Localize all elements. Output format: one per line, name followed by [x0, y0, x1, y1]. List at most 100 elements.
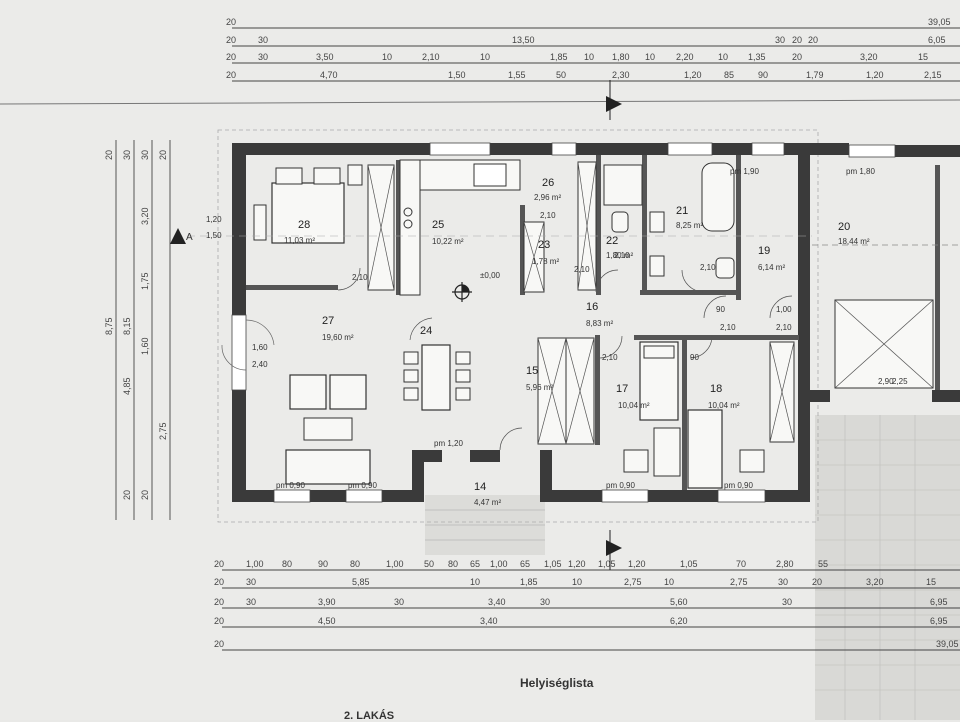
opening-label: 1,60 [252, 343, 268, 352]
room-number-28: 28 [298, 219, 310, 231]
opening-label: 90 [690, 353, 699, 362]
bottom-dimension-label: 50 [424, 559, 434, 569]
bottom-dimension-label: 1,05 [544, 559, 562, 569]
top-dimension-label: 20 [792, 35, 802, 45]
top-dimension-label: 1,80 [612, 52, 630, 62]
top-dimension-label: 50 [556, 70, 566, 80]
room-area-27: 19,60 m² [322, 333, 354, 342]
bottom-dimension-label: 2,75 [624, 577, 642, 587]
room-number-24: 24 [420, 325, 432, 337]
bottom-dimension-label: 30 [782, 597, 792, 607]
bottom-dimension-label: 10 [572, 577, 582, 587]
section-arrow-left-icon [170, 228, 186, 244]
window-label: pm 0,90 [724, 481, 753, 490]
opening-label: 1,20 [206, 215, 222, 224]
room-number-21: 21 [676, 205, 688, 217]
bottom-dimension-label: 1,05 [680, 559, 698, 569]
bottom-dimension-label: 30 [394, 597, 404, 607]
bottom-dimension-label: 1,00 [386, 559, 404, 569]
left-dimension-label: 8,75 [104, 317, 114, 335]
room-number-22: 22 [606, 235, 618, 247]
room-area-21: 8,25 m² [676, 221, 703, 230]
window-label: pm 1,90 [730, 167, 759, 176]
left-dimension-label: 3,20 [140, 207, 150, 225]
room-number-19: 19 [758, 245, 770, 257]
opening-label: 2,90 [878, 377, 894, 386]
room-area-15: 5,96 m² [526, 383, 553, 392]
window-label: pm 0,90 [348, 481, 377, 490]
bottom-dimension-label: 10 [470, 577, 480, 587]
room-area-19: 6,14 m² [758, 263, 785, 272]
left-dimension-label: 1,60 [140, 337, 150, 355]
bottom-dimension-label: 20 [812, 577, 822, 587]
bottom-dimension-label: 65 [520, 559, 530, 569]
room-area-26: 2,96 m² [534, 193, 561, 202]
bottom-dimension-label: 5,85 [352, 577, 370, 587]
dining-table [421, 344, 451, 411]
bottom-dimension-label: 20 [214, 616, 224, 626]
bottom-windows [273, 489, 766, 503]
room-area-22: 1,80 m² [606, 251, 633, 260]
top-dimension-label: 20 [792, 52, 802, 62]
top-dimension-label: 30 [258, 52, 268, 62]
bottom-dimension-label: 55 [818, 559, 828, 569]
top-dimension-label: 39,05 [928, 17, 951, 27]
bottom-dimension-label: 39,05 [936, 639, 959, 649]
opening-label: 2,10 [602, 353, 618, 362]
top-dimension-label: 15 [918, 52, 928, 62]
top-dimension-label: 6,05 [928, 35, 946, 45]
room-number-27: 27 [322, 315, 334, 327]
left-dimension-label: 30 [122, 150, 132, 160]
bottom-dimension-label: 90 [318, 559, 328, 569]
interior-walls [246, 155, 940, 490]
room-area-17: 10,04 m² [618, 401, 650, 410]
bottom-dimension-label: 4,50 [318, 616, 336, 626]
bottom-dimension-label: 6,20 [670, 616, 688, 626]
side-door [231, 314, 247, 391]
opening-label: 2,10 [720, 323, 736, 332]
top-dimension-label: 90 [758, 70, 768, 80]
top-dimension-label: 85 [724, 70, 734, 80]
opening-label: ±0,00 [480, 271, 501, 280]
bottom-dimension-label: 20 [214, 639, 224, 649]
bottom-dimension-label: 3,40 [488, 597, 506, 607]
top-dimension-label: 30 [258, 35, 268, 45]
bottom-dimension-label: 1,20 [568, 559, 586, 569]
bottom-dimension-label: 30 [246, 597, 256, 607]
paving-area [815, 415, 960, 720]
bottom-dimension-label: 3,90 [318, 597, 336, 607]
left-dimension-label: 20 [104, 150, 114, 160]
window-label: pm 0,90 [606, 481, 635, 490]
room-area-28: 11,03 m² [284, 236, 315, 245]
left-dimension-label: 30 [140, 150, 150, 160]
window-label: pm 0,90 [276, 481, 305, 490]
bottom-dimension-label: 6,95 [930, 597, 948, 607]
opening-label: 2,10 [574, 265, 590, 274]
top-dimension-label: 1,20 [866, 70, 884, 80]
top-dimension-label: 2,30 [612, 70, 630, 80]
room-number-25: 25 [432, 219, 444, 231]
top-dimension-label: 1,79 [806, 70, 824, 80]
bottom-dimension-label: 1,00 [246, 559, 264, 569]
top-dimension-label: 10 [645, 52, 655, 62]
bottom-dimension-label: 20 [214, 559, 224, 569]
top-dimension-label: 3,20 [860, 52, 878, 62]
left-dimension-label: 2,75 [158, 422, 168, 440]
room-number-20: 20 [838, 221, 850, 233]
top-dimension-label: 10 [382, 52, 392, 62]
room-number-17: 17 [616, 383, 628, 395]
top-dimension-label: 2,20 [676, 52, 694, 62]
room-number-15: 15 [526, 365, 538, 377]
top-dimension-label: 1,35 [748, 52, 766, 62]
bottom-dimension-lines [222, 569, 960, 651]
left-dimension-label: 4,85 [122, 377, 132, 395]
opening-label: 2,10 [614, 251, 630, 260]
room-area-18: 10,04 m² [708, 401, 740, 410]
room-area-14: 4,47 m² [474, 498, 501, 507]
room-number-18: 18 [710, 383, 722, 395]
top-dimension-lines [232, 27, 960, 82]
bottom-dimension-label: 70 [736, 559, 746, 569]
top-dimension-label: 3,50 [316, 52, 334, 62]
opening-label: 2,25 [892, 377, 908, 386]
opening-label: 1,00 [776, 305, 792, 314]
